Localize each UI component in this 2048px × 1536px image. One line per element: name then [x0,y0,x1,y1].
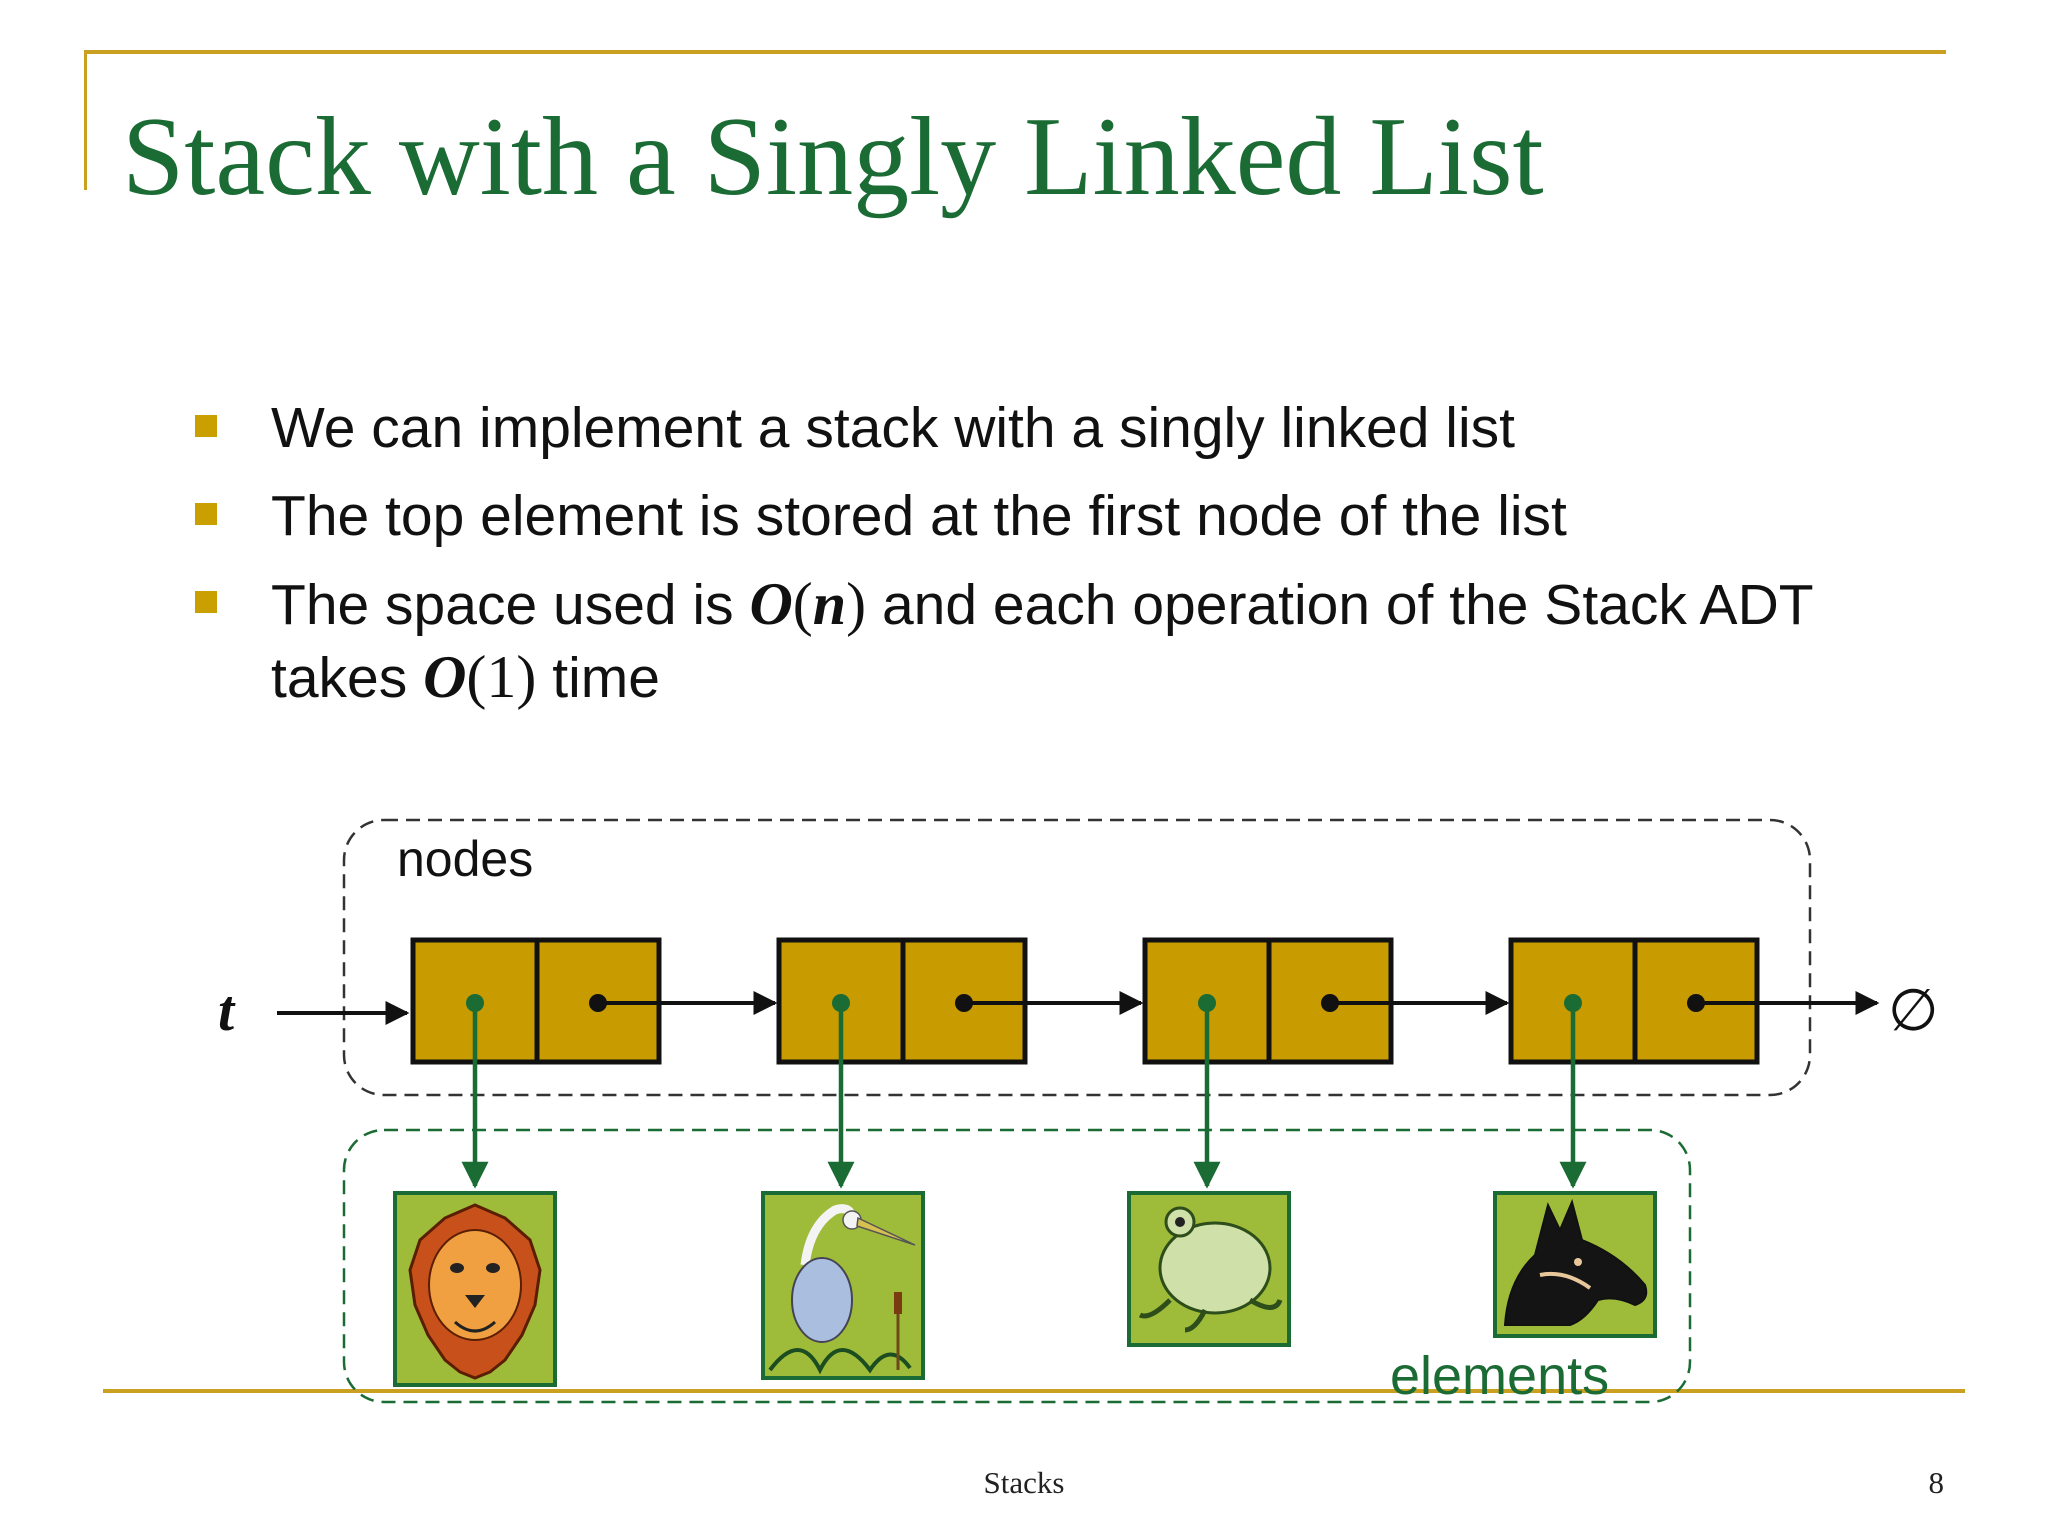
bullet-item: The top element is stored at the first n… [195,480,1915,552]
square-bullet-icon [195,591,217,613]
bullet-text: The top element is stored at the first n… [271,484,1567,548]
top-rule [84,50,1946,54]
left-rule [84,50,87,190]
nodes-group-outline [342,818,1812,1097]
math-big-o: O(n) [749,571,867,637]
null-symbol: ∅ [1888,976,1939,1044]
square-bullet-icon [195,503,217,525]
horse-icon [1503,1198,1648,1326]
slide-title: Stack with a Singly Linked List [122,95,1544,219]
lion-icon [408,1203,542,1380]
bullet-item: The space used is O(n) and each operatio… [195,568,1915,714]
math-big-o-constant: O(1) [423,644,537,710]
element-frog [1127,1191,1291,1347]
bullet-text: and each operation of the Stack ADT take… [271,573,1813,710]
element-horse [1493,1191,1657,1338]
bullet-text: time [536,646,660,710]
square-bullet-icon [195,415,217,437]
frog-icon [1138,1206,1283,1333]
heron-icon [768,1204,916,1375]
element-heron [761,1191,925,1380]
elements-group-label: elements [1390,1346,1609,1406]
element-lion [393,1191,557,1387]
bullet-item: We can implement a stack with a singly l… [195,392,1915,464]
bullet-text: We can implement a stack with a singly l… [271,396,1515,460]
footer-section: Stacks [983,1465,1065,1500]
bullet-text: The space used is [271,573,750,637]
top-pointer-label: t [218,978,236,1043]
nodes-group-label: nodes [397,831,533,887]
bottom-rule [103,1389,1965,1393]
footer-page-number: 8 [1928,1465,1945,1500]
bullet-list: We can implement a stack with a singly l… [195,392,1915,730]
